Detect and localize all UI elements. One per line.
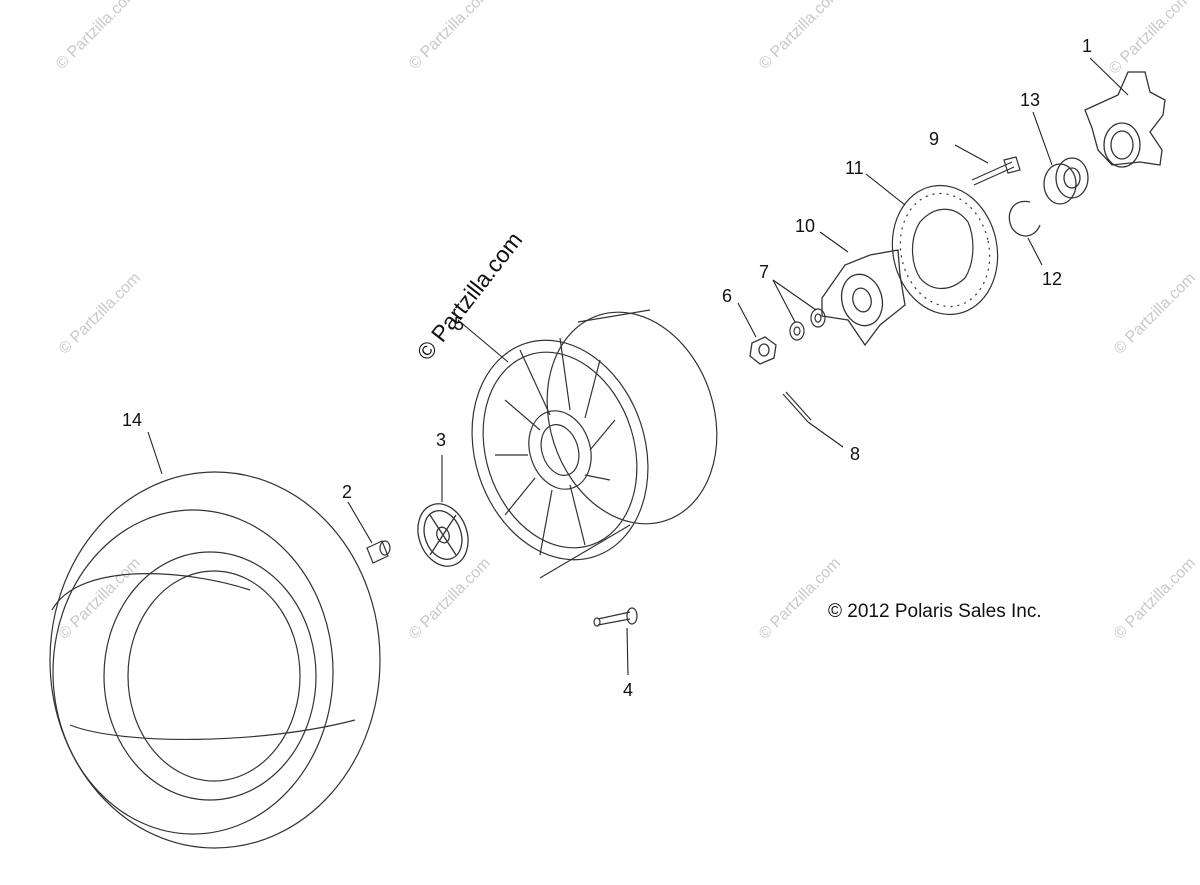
watermark: © Partzilla.com xyxy=(56,555,144,643)
callout-labels: 1 2 3 4 5 6 7 8 9 10 11 12 13 14 xyxy=(122,36,1092,700)
castle-nut-part xyxy=(749,336,777,365)
callout-8: 8 xyxy=(850,444,860,464)
bearing-part xyxy=(1043,157,1089,205)
callout-7: 7 xyxy=(759,262,769,282)
wheel-stud-part xyxy=(593,607,638,627)
callout-13: 13 xyxy=(1020,90,1040,110)
bolt-part xyxy=(971,156,1021,186)
watermark: © Partzilla.com xyxy=(756,0,844,73)
watermark: © Partzilla.com xyxy=(56,270,144,358)
watermark: © Partzilla.com xyxy=(1106,0,1194,78)
callout-10: 10 xyxy=(795,216,815,236)
callout-14: 14 xyxy=(122,410,142,430)
wheel-rim-part xyxy=(471,309,718,579)
callout-12: 12 xyxy=(1042,269,1062,289)
watermark: © Partzilla.com xyxy=(756,555,844,643)
knuckle-part xyxy=(1084,71,1166,168)
watermark: © Partzilla.com xyxy=(406,0,494,73)
callout-5: 5 xyxy=(454,314,464,334)
brake-disc-part xyxy=(891,184,999,316)
hub-cap-part xyxy=(417,503,469,567)
callout-9: 9 xyxy=(929,129,939,149)
callout-11: 11 xyxy=(845,158,864,178)
callout-2: 2 xyxy=(342,482,352,502)
callout-1: 1 xyxy=(1082,36,1092,56)
cotter-pin-part xyxy=(782,391,812,423)
callout-6: 6 xyxy=(722,286,732,306)
watermark: © Partzilla.com xyxy=(1111,270,1199,358)
wheel-hub-part xyxy=(821,249,906,347)
callout-3: 3 xyxy=(436,430,446,450)
callout-4: 4 xyxy=(623,680,633,700)
watermark: © Partzilla.com xyxy=(53,0,141,73)
tire-part xyxy=(49,471,381,849)
copyright-notice: © 2012 Polaris Sales Inc. xyxy=(828,601,1042,622)
partzilla-watermark: © Partzilla.com xyxy=(411,227,527,365)
leader-lines xyxy=(147,57,1129,676)
watermark: © Partzilla.com xyxy=(1111,555,1199,643)
watermark: © Partzilla.com xyxy=(406,555,494,643)
snap-ring-part xyxy=(1008,200,1041,237)
washer-part xyxy=(789,308,826,341)
lug-nut-part xyxy=(366,540,391,564)
